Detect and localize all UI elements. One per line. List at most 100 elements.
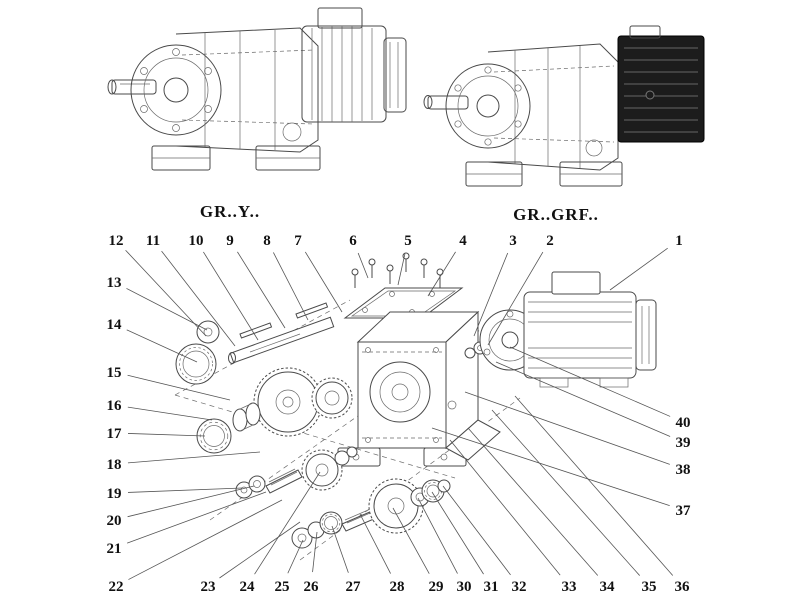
- input-shaft-assembly: [291, 478, 451, 549]
- callout-number-29: 29: [429, 579, 444, 595]
- gearbox-body: [175, 27, 319, 153]
- ball-bearing: [319, 511, 343, 535]
- leader-line-27: [331, 525, 349, 573]
- assembled-gearmotor-gr-y: [107, 7, 407, 171]
- callout-number-18: 18: [107, 457, 122, 473]
- leader-line-36: [514, 395, 674, 576]
- callout-number-37: 37: [676, 503, 692, 519]
- callout-number-22: 22: [109, 579, 124, 595]
- end-washer: [196, 320, 220, 344]
- callout-number-16: 16: [107, 398, 123, 414]
- washer: [248, 475, 266, 493]
- leader-line-25: [287, 539, 304, 574]
- leader-line-4: [427, 251, 456, 297]
- leader-line-17: [127, 433, 206, 437]
- leader-line-9: [237, 251, 286, 329]
- leader-line-8: [273, 252, 309, 321]
- leader-line-6: [357, 252, 369, 279]
- callout-number-13: 13: [107, 275, 122, 291]
- callout-number-27: 27: [346, 579, 362, 595]
- callout-number-28: 28: [390, 579, 405, 595]
- leader-line-15: [127, 374, 231, 401]
- callout-number-14: 14: [107, 317, 123, 333]
- callout-number-30: 30: [457, 579, 472, 595]
- callout-number-20: 20: [107, 513, 122, 529]
- output-shaft: [107, 79, 157, 95]
- output-shaft: [423, 95, 469, 110]
- retaining-ring: [346, 446, 358, 458]
- bolt: [420, 258, 428, 278]
- callout-number-21: 21: [107, 541, 122, 557]
- leader-line-24: [254, 471, 321, 575]
- callout-number-33: 33: [562, 579, 577, 595]
- leader-line-23: [219, 521, 301, 579]
- shaft-key: [295, 302, 329, 319]
- callout-number-36: 36: [675, 579, 691, 595]
- bolt: [351, 268, 359, 288]
- callout-number-15: 15: [107, 365, 122, 381]
- output-gear-set: [196, 367, 353, 454]
- spacer-sleeve: [232, 402, 261, 432]
- bolt: [368, 258, 376, 278]
- dark-cover-box: [617, 25, 705, 143]
- callout-number-38: 38: [676, 462, 691, 478]
- callout-number-7: 7: [294, 233, 302, 249]
- leader-line-18: [127, 451, 261, 464]
- oil-seal-ring: [175, 343, 217, 385]
- callout-number-5: 5: [404, 233, 412, 249]
- shaft-key: [239, 322, 273, 339]
- mounting-feet: [465, 161, 623, 187]
- gear-housing: [337, 310, 501, 467]
- electric-motor: [301, 7, 407, 123]
- intermediate-pinion-assembly: [235, 446, 358, 499]
- leader-line-33: [449, 439, 561, 576]
- callout-number-26: 26: [304, 579, 320, 595]
- callout-number-10: 10: [189, 233, 204, 249]
- leader-line-11: [161, 250, 236, 347]
- exploded-view: [174, 252, 657, 561]
- fan-cover: [635, 299, 657, 371]
- terminal-box: [551, 271, 601, 295]
- bolt: [436, 268, 444, 288]
- leader-line-35: [491, 409, 640, 576]
- leader-line-22: [128, 499, 283, 580]
- gearbox-front-face: [130, 44, 222, 136]
- callout-number-8: 8: [263, 233, 271, 249]
- leader-line-34: [467, 427, 599, 576]
- leader-line-31: [431, 491, 484, 575]
- washer: [334, 450, 350, 466]
- callout-number-19: 19: [107, 486, 122, 502]
- leader-line-5: [397, 253, 406, 286]
- assembled-gearmotor-gr-grf: [423, 25, 705, 187]
- gearbox-front-face: [445, 63, 531, 149]
- fan-cover: [383, 37, 407, 113]
- callout-number-17: 17: [107, 426, 123, 442]
- callout-number-32: 32: [512, 579, 527, 595]
- leader-line-1: [609, 247, 668, 291]
- bolt: [386, 264, 394, 284]
- mounting-feet: [151, 145, 321, 171]
- leader-line-2: [487, 251, 544, 346]
- leader-line-12: [125, 249, 207, 337]
- cover-bolts: [351, 252, 444, 288]
- bolt: [402, 252, 410, 272]
- leader-line-10: [203, 251, 259, 341]
- leader-line-38: [464, 391, 670, 465]
- leader-line-26: [312, 531, 318, 573]
- output-shaft-assembly: [175, 302, 335, 385]
- callout-number-3: 3: [509, 233, 517, 249]
- gear-large: [368, 478, 424, 534]
- leader-line-16: [127, 406, 213, 421]
- leader-line-3: [473, 252, 509, 337]
- callout-number-40: 40: [676, 415, 691, 431]
- callout-number-11: 11: [146, 233, 160, 249]
- callout-number-34: 34: [600, 579, 616, 595]
- title-gr-grf: GR..GRF..: [513, 205, 599, 224]
- leader-line-21: [126, 491, 267, 544]
- callout-number-2: 2: [546, 233, 554, 249]
- callout-number-4: 4: [459, 233, 467, 249]
- callout-number-39: 39: [676, 435, 691, 451]
